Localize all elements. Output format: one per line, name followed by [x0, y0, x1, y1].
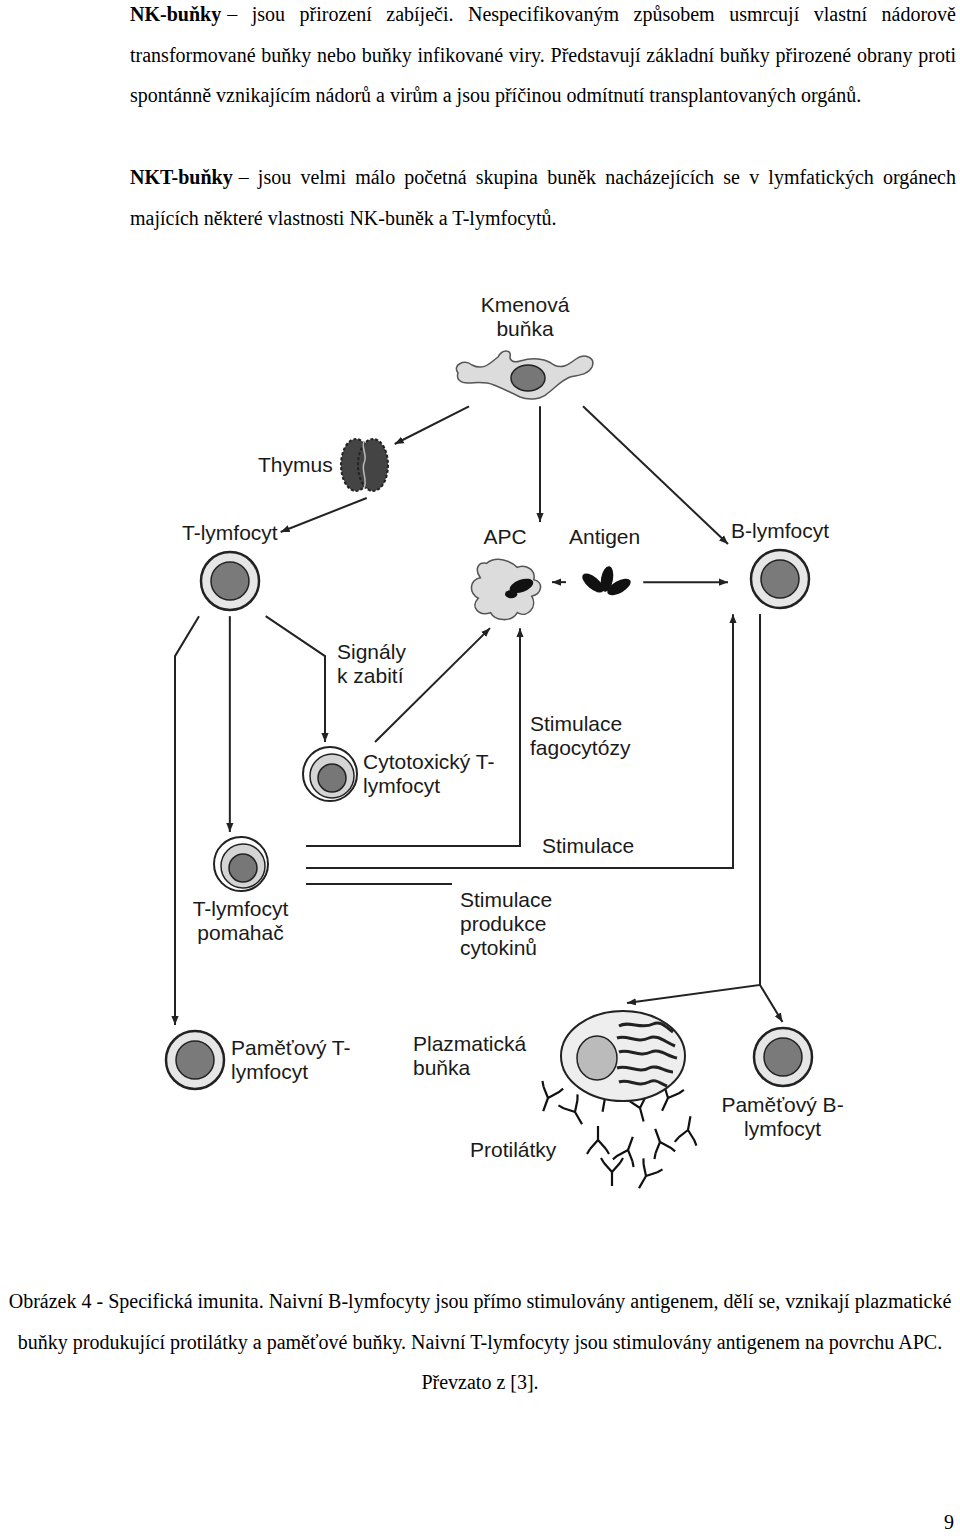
cell-nucleus [577, 1036, 617, 1080]
antibody-symbol [558, 1094, 591, 1129]
cell-label: Paměťový T-lymfocyt [231, 1036, 356, 1084]
cell-node: Thymus [255, 432, 395, 498]
cell-label: T-lymfocyt pomahač [178, 897, 303, 945]
antibody-symbol [601, 1158, 623, 1186]
cell-node: B-lymfocyt [728, 516, 832, 614]
arrow-connector [643, 581, 728, 583]
term: NK-buňky [130, 3, 221, 25]
antibody-symbol [587, 1126, 609, 1154]
antigen-particle [604, 575, 633, 598]
cell-label: Plazmatická buňka [413, 1032, 553, 1080]
cell-node: Kmenová buňka [447, 290, 603, 406]
cell-node: T-lymfocyt pomahač [175, 832, 306, 948]
endoplasmic-reticulum [617, 1037, 675, 1046]
leader-line [306, 883, 452, 885]
body-paragraph: NKT-buňky– jsou velmi málo početná skupi… [130, 157, 956, 238]
cell-label: Thymus [258, 453, 333, 477]
cell-label: T-lymfocyt [182, 521, 278, 545]
apc-body [471, 559, 540, 619]
endoplasmic-reticulum [617, 1067, 673, 1072]
plasma-cell-membrane [561, 1011, 685, 1101]
cell-icon [301, 745, 359, 803]
cell-membrane [754, 1028, 812, 1086]
cell-node: Paměťový T-lymfocyt [160, 1025, 359, 1095]
cell-membrane [214, 837, 268, 891]
thymus-lobe [358, 439, 388, 491]
cell-node: APC [458, 522, 552, 628]
term: NKT-buňky [130, 166, 233, 188]
arrow-connector [266, 616, 325, 742]
cell-label: Cytotoxický T-lymfocyt [363, 750, 498, 798]
figure-caption: Obrázek 4 - Specifická imunita. Naivní B… [5, 1281, 955, 1403]
paragraph-text: – jsou velmi málo početná skupina buněk … [130, 166, 956, 229]
cell-label: Kmenová buňka [470, 293, 580, 341]
cell-nucleus [211, 562, 249, 600]
cell-icon [557, 1006, 689, 1106]
antibody-symbol [629, 1158, 662, 1193]
cell-node: T-lymfocyt [179, 518, 281, 616]
cell-node: Cytotoxický T-lymfocyt [298, 742, 501, 806]
cell-icon [751, 1025, 815, 1089]
cell-membrane [201, 552, 259, 610]
thymus-seam [363, 441, 365, 489]
cell-nucleus [176, 1041, 214, 1079]
cell-icon [575, 553, 635, 609]
cell-membrane [303, 747, 357, 801]
edge-label: Stimulace [540, 834, 664, 858]
antibody-symbol [613, 1133, 643, 1167]
cell-icon [337, 435, 392, 495]
cell-node: Plazmatická buňka [410, 1003, 692, 1109]
cell-label: Antigen [569, 525, 640, 549]
cell-node: Paměťový B-lymfocyt [717, 1022, 848, 1144]
body-paragraph: NK-buňky– jsou přirození zabíječi. Nespe… [130, 0, 956, 116]
arrow-connector [306, 614, 733, 868]
arrow-connector [175, 616, 199, 1025]
cell-icon [212, 835, 270, 893]
paragraph-text: – jsou přirození zabíječi. Nespecifikova… [130, 3, 956, 106]
arrow-connector [552, 581, 566, 583]
cell-body [221, 844, 265, 888]
cell-icon [450, 345, 600, 403]
cell-icon [461, 553, 549, 625]
cell-label: Paměťový B-lymfocyt [720, 1093, 845, 1141]
arrow-connector [539, 406, 541, 522]
cell-nucleus [318, 764, 346, 792]
endoplasmic-reticulum [619, 1023, 673, 1032]
cell-nucleus [229, 854, 257, 882]
antigen-fragment [505, 590, 517, 598]
page-number: 9 [944, 1511, 954, 1534]
cell-node: Antigen [566, 522, 643, 612]
cell-label: APC [483, 525, 526, 549]
arrow-connector [583, 406, 728, 544]
antibody-symbol [675, 1114, 702, 1145]
antibody-symbol [533, 1081, 563, 1115]
arrow-connector [306, 628, 520, 846]
diagram-label: Protilátky [470, 1138, 556, 1162]
antibody-symbol [645, 1125, 675, 1159]
edge-label: Signály k zabití [335, 640, 421, 688]
edge-label: Stimulace fagocytózy [528, 712, 662, 760]
arrow-connector [229, 616, 231, 832]
cell-icon [163, 1028, 227, 1092]
cell-label: B-lymfocyt [731, 519, 829, 543]
arrow-connector [627, 614, 760, 1003]
stem-cell-body [456, 351, 592, 399]
cell-icon [198, 549, 262, 613]
endoplasmic-reticulum [619, 1081, 667, 1086]
cell-nucleus [511, 365, 545, 391]
cell-membrane [751, 550, 809, 608]
cell-body [310, 754, 354, 798]
cell-nucleus [761, 560, 799, 598]
diagram-label: Stimulace produkce cytokinů [460, 888, 585, 960]
cell-membrane [166, 1031, 224, 1089]
arrow-connector [395, 406, 469, 444]
endoplasmic-reticulum [619, 1051, 677, 1058]
cell-nucleus [764, 1038, 802, 1076]
arrow-connector [281, 498, 367, 532]
arrow-connector [760, 614, 782, 1022]
cell-icon [748, 547, 812, 611]
